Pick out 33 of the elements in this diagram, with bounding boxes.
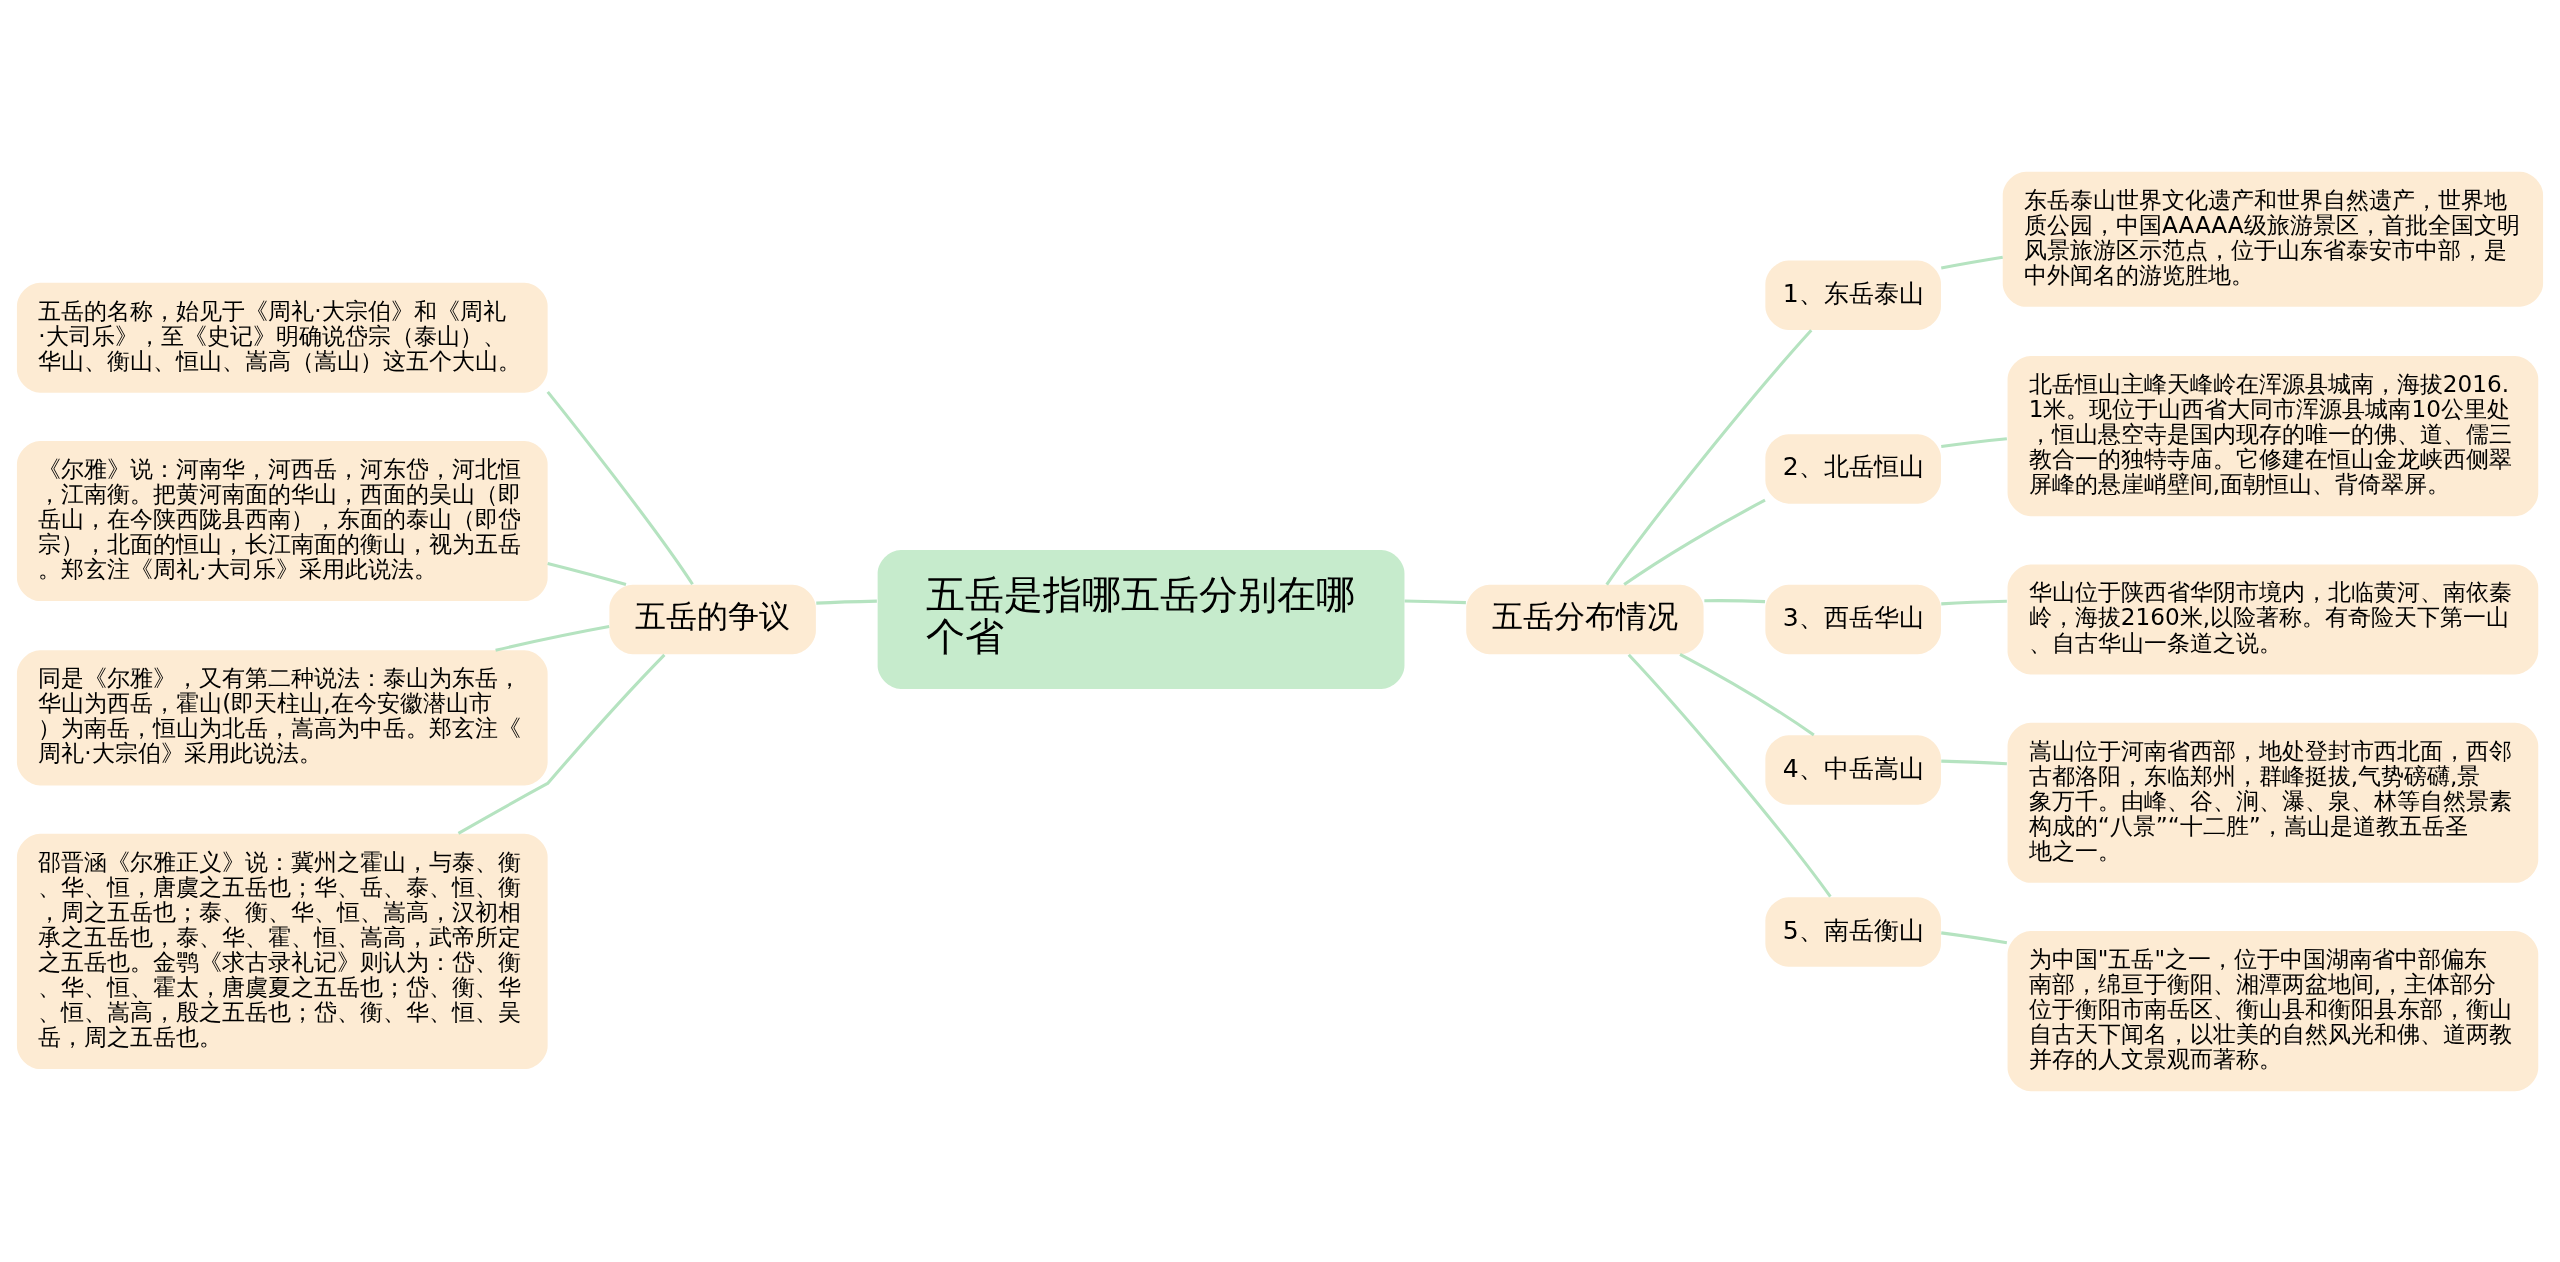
node-box: 五岳是指哪五岳分别在哪个省 [877, 549, 1405, 689]
node-box: 北岳恒山主峰天峰岭在浑源县城南，海拔2016.1米。现位于山西省大同市浑源县城南10公里处，恒山悬空寺是国内现存的唯一的佛、道、儒三教合一的独特寺庙。它修建在恒山金龙峡西侧翠屏峰的悬崖峭壁间,面朝恒山、背倚翠屏。 [2007, 355, 2539, 516]
connector [1605, 328, 1813, 585]
connector [1941, 930, 2008, 944]
connector [1940, 255, 2003, 270]
connector [546, 390, 694, 585]
node-box: 为中国"五岳"之一，位于中国湖南省中部偏东南部，绵亘于衡阳、湘潭两盆地间,，主体部分位于衡阳市南岳区、衡山县和衡阳县东部，衡山自古天下闻名，以壮美的自然风光和佛、道两教并存的人文景观而著称。 [2007, 930, 2539, 1091]
node-box: 5、南岳衡山 [1765, 896, 1941, 967]
connector [1404, 598, 1466, 604]
node-box: 2、北岳恒山 [1765, 433, 1941, 504]
connector [547, 561, 627, 586]
node-box: 同是《尔雅》，又有第二种说法：泰山为东岳，华山为西岳，霍山(即天柱山,在今安徽潜山市）为南岳，恒山为北岳，嵩高为中岳。郑玄注《周礼·大宗伯》采用此说法。 [16, 649, 548, 785]
connector [457, 653, 666, 835]
connector [1941, 759, 2007, 765]
connector [1941, 436, 2008, 448]
connector [1704, 598, 1766, 603]
connector [1627, 653, 1832, 898]
connector [1679, 652, 1815, 736]
node-box: 五岳的名称，始见于《周礼·大宗伯》和《周礼·大司乐》，至《史记》明确说岱宗（泰山）、华山、衡山、恒山、嵩高（嵩山）这五个大山。 [16, 282, 548, 393]
node-box: 邵晋涵《尔雅正义》说：冀州之霍山，与泰、衡、华、恒，唐虞之五岳也；华、岳、泰、恒、衡，周之五岳也；泰、衡、华、恒、嵩高，汉初相承之五岳也，泰、华、霍、恒、嵩高，武帝所定之五岳也。金鹗《求古录礼记》则认为：岱、衡、华、恒、霍太，唐虞夏之五岳也；岱、衡、华、恒、嵩高，殷之五岳也；岱、衡、华、恒、吴岳，周之五岳也。 [16, 833, 548, 1069]
connector [495, 624, 610, 652]
node-box: 1、东岳泰山 [1765, 260, 1941, 330]
connector [1623, 498, 1766, 586]
connector [1941, 599, 2007, 605]
node-box: 嵩山位于河南省西部，地处登封市西北面，西邻古都洛阳，东临郑州，群峰挺拔,气势磅礴,景象万千。由峰、谷、涧、瀑、泉、林等自然景素构成的“八景”“十二胜”，嵩山是道教五岳圣地之一。 [2007, 722, 2539, 883]
node-box: 3、西岳华山 [1765, 584, 1941, 654]
connector [816, 599, 877, 605]
node-box: 4、中岳嵩山 [1765, 734, 1941, 805]
node-box: 《尔雅》说：河南华，河西岳，河东岱，河北恒，江南衡。把黄河南面的华山，西面的吴山（即岳山，在今陕西陇县西南），东面的泰山（即岱宗），北面的恒山，长江南面的衡山，视为五岳。郑玄注《周礼·大司乐》采用此说法。 [16, 440, 548, 601]
node-box: 东岳泰山世界文化遗产和世界自然遗产，世界地质公园，中国AAAAA级旅游景区，首批全国文明风景旅游区示范点，位于山东省泰安市中部，是中外闻名的游览胜地。 [2002, 171, 2544, 307]
node-box: 五岳的争议 [609, 584, 816, 654]
node-box: 五岳分布情况 [1466, 584, 1704, 654]
node-box: 华山位于陕西省华阴市境内，北临黄河、南依秦岭，海拔2160米,以险著称。有奇险天下第一山、自古华山一条道之说。 [2007, 563, 2539, 674]
